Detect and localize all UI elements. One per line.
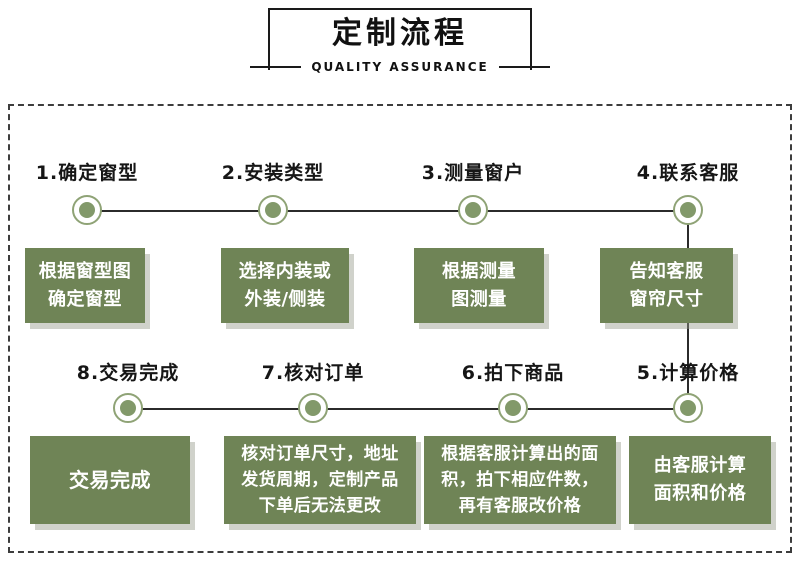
header-rule-left bbox=[250, 66, 302, 68]
step-marker-3[interactable] bbox=[458, 195, 488, 225]
step-label-6: 6.拍下商品 bbox=[461, 362, 565, 384]
step-label-3: 3.测量窗户 bbox=[421, 162, 525, 184]
step-box-text-4: 告知客服 窗帘尺寸 bbox=[629, 260, 704, 310]
page-title: 定制流程 bbox=[332, 16, 468, 51]
step-box-text-6: 根据客服计算出的面 积，拍下相应件数， 再有客服改价格 bbox=[441, 444, 599, 516]
step-box-text-3: 根据测量 图测量 bbox=[442, 260, 516, 310]
step-marker-6[interactable] bbox=[498, 393, 528, 423]
step-box-text-5: 由客服计算 面积和价格 bbox=[653, 455, 747, 504]
step-box-text-1: 根据窗型图 确定窗型 bbox=[38, 260, 132, 310]
step-marker-8[interactable] bbox=[113, 393, 143, 423]
step-label-7: 7.核对订单 bbox=[261, 362, 365, 384]
connector-rail-top bbox=[87, 210, 688, 212]
step-marker-4[interactable] bbox=[673, 195, 703, 225]
step-box-2[interactable]: 选择内装或 外装/侧装 bbox=[221, 248, 349, 323]
step-box-3[interactable]: 根据测量 图测量 bbox=[414, 248, 544, 323]
step-box-text-7: 核对订单尺寸，地址 发货周期，定制产品 下单后无法更改 bbox=[241, 444, 399, 516]
step-box-6[interactable]: 根据客服计算出的面 积，拍下相应件数， 再有客服改价格 bbox=[424, 436, 616, 524]
header-subtitle-group: QUALITY ASSURANCE bbox=[250, 60, 551, 74]
header-rule-right bbox=[498, 66, 551, 68]
step-label-2: 2.安装类型 bbox=[221, 162, 325, 184]
step-marker-7[interactable] bbox=[298, 393, 328, 423]
flow-frame bbox=[8, 104, 792, 553]
step-marker-2[interactable] bbox=[258, 195, 288, 225]
step-label-5: 5.计算价格 bbox=[636, 362, 740, 384]
connector-rail-bottom bbox=[128, 408, 688, 410]
step-box-5[interactable]: 由客服计算 面积和价格 bbox=[629, 436, 771, 524]
step-label-8: 8.交易完成 bbox=[76, 362, 180, 384]
header-subtitle: QUALITY ASSURANCE bbox=[311, 60, 489, 74]
flow-row-bottom: 8.交易完成 交易完成 7.核对订单 核对订单尺寸，地址 发货周期，定制产品 下… bbox=[0, 350, 800, 536]
step-label-1: 1.确定窗型 bbox=[35, 162, 139, 184]
page-header: 定制流程 QUALITY ASSURANCE bbox=[250, 8, 551, 80]
header-frame bbox=[268, 8, 532, 70]
step-box-text-8: 交易完成 bbox=[69, 468, 151, 492]
step-box-text-2: 选择内装或 外装/侧装 bbox=[238, 260, 332, 310]
flow-row-top: 1.确定窗型 根据窗型图 确定窗型 2.安装类型 选择内装或 外装/侧装 3.测… bbox=[0, 150, 800, 330]
step-box-1[interactable]: 根据窗型图 确定窗型 bbox=[25, 248, 145, 323]
step-box-4[interactable]: 告知客服 窗帘尺寸 bbox=[600, 248, 733, 323]
step-label-4: 4.联系客服 bbox=[636, 162, 740, 184]
step-box-7[interactable]: 核对订单尺寸，地址 发货周期，定制产品 下单后无法更改 bbox=[224, 436, 416, 524]
step-marker-1[interactable] bbox=[72, 195, 102, 225]
step-marker-5[interactable] bbox=[673, 393, 703, 423]
step-box-8[interactable]: 交易完成 bbox=[30, 436, 190, 524]
